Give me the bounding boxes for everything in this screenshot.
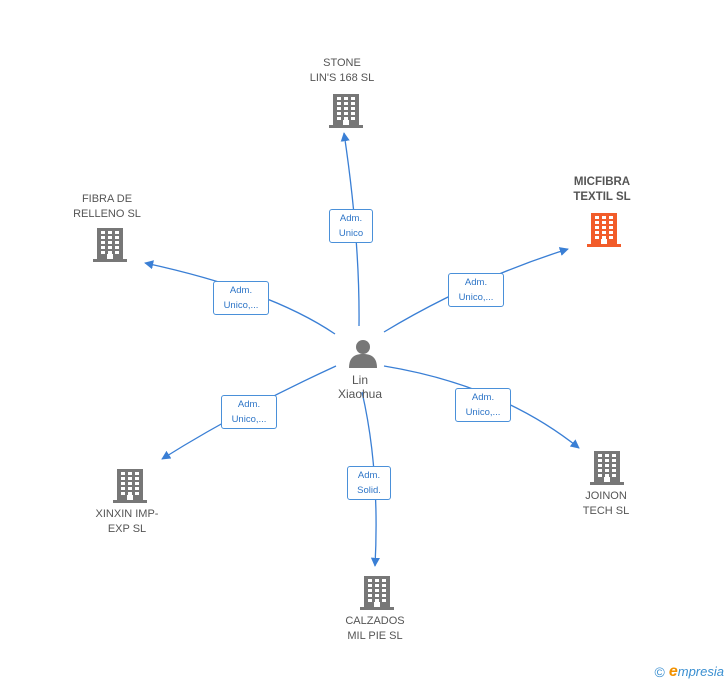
building-icon[interactable] <box>590 449 624 485</box>
company-name-fibra[interactable]: FIBRA DE RELLENO SL <box>73 193 141 220</box>
building-icon[interactable] <box>587 211 621 247</box>
company-name-micfibra[interactable]: MICFIBRA TEXTIL SL <box>573 176 631 203</box>
company-name-stone[interactable]: STONE LIN'S 168 SL <box>309 57 375 84</box>
building-icon[interactable] <box>93 226 127 262</box>
role-label-micfibra[interactable]: Adm. Unico,... <box>448 273 504 307</box>
role-label-joinon[interactable]: Adm. Unico,... <box>455 388 511 422</box>
copyright-symbol: © <box>654 664 665 680</box>
person-name[interactable]: Lin Xiaohua <box>337 373 383 401</box>
role-label-xinxin[interactable]: Adm. Unico,... <box>221 395 277 429</box>
brand-text: mpresia <box>677 664 724 679</box>
building-icon[interactable] <box>113 467 147 503</box>
role-label-calzados[interactable]: Adm. Solid. <box>347 466 391 500</box>
building-icon[interactable] <box>360 574 394 610</box>
role-label-fibra[interactable]: Adm. Unico,... <box>213 281 269 315</box>
brand-logo[interactable]: empresia <box>669 663 724 681</box>
person-icon[interactable] <box>348 338 378 368</box>
company-name-calzados[interactable]: CALZADOS MIL PIE SL <box>345 615 405 642</box>
brand-e: e <box>668 663 678 680</box>
role-label-stone[interactable]: Adm. Unico <box>329 209 373 243</box>
company-name-xinxin[interactable]: XINXIN IMP- EXP SL <box>95 508 159 535</box>
building-icon[interactable] <box>329 92 363 128</box>
company-name-joinon[interactable]: JOINON TECH SL <box>582 490 630 517</box>
footer-brand: © empresia <box>655 663 724 681</box>
